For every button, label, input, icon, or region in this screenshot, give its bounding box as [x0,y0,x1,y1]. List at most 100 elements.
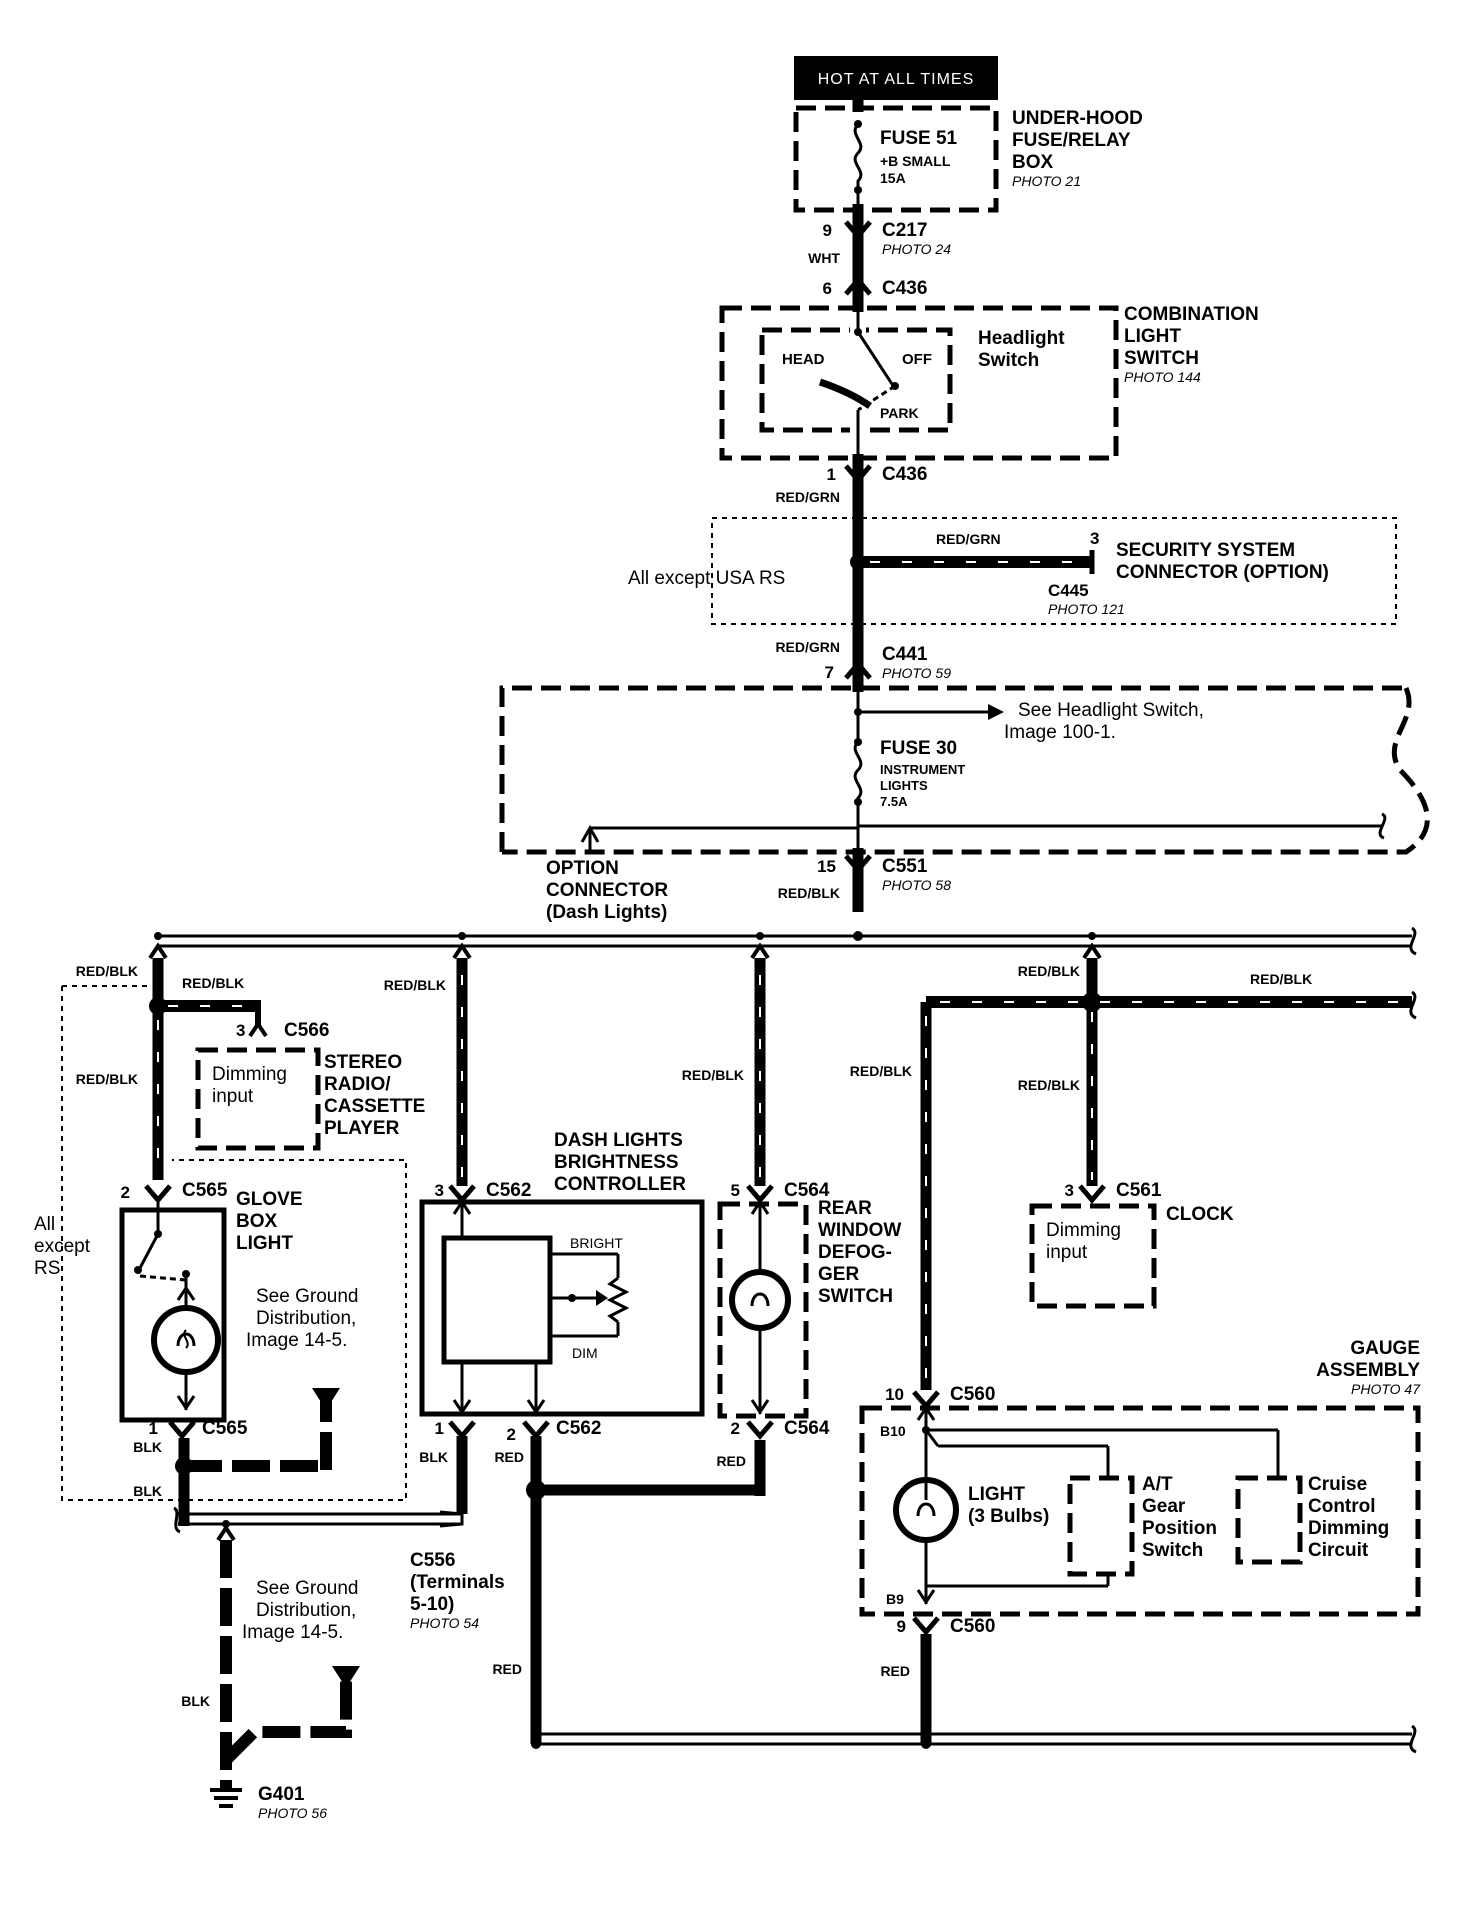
c551-connector [844,854,872,874]
svg-text:Position: Position [1142,1518,1217,1539]
underhood-box-label: UNDER-HOOD [1012,108,1143,129]
stereo-radio-label: STEREO [324,1052,402,1073]
fuse-51-title: FUSE 51 [880,128,958,149]
svg-text:BRIGHTNESS: BRIGHTNESS [554,1152,679,1173]
svg-text:SWITCH: SWITCH [818,1286,893,1307]
c562-bottom-connector-2 [522,1420,550,1440]
svg-text:RED/BLK: RED/BLK [76,963,138,979]
all-except-usa-rs-note: All except USA RS [628,568,785,589]
svg-text:LIGHT: LIGHT [236,1233,293,1254]
dimmer-potentiometer [606,1276,630,1324]
svg-text:C441: C441 [882,644,928,665]
svg-text:B9: B9 [886,1591,904,1607]
svg-text:CONNECTOR (OPTION): CONNECTOR (OPTION) [1116,562,1329,583]
svg-text:SWITCH: SWITCH [1124,348,1199,369]
gauge-assembly-box [859,1405,1421,1617]
underhood-fuse-box [793,105,999,213]
svg-text:INSTRUMENT: INSTRUMENT [880,762,965,777]
svg-text:3: 3 [435,1181,444,1200]
svg-text:3: 3 [1090,529,1099,548]
c560-top-connector [912,1390,940,1410]
svg-text:CONNECTOR: CONNECTOR [546,880,668,901]
g401-ground-arrow-icon [332,1666,360,1688]
svg-text:C560: C560 [950,1616,995,1637]
glove-box-light-label: GLOVE [236,1189,303,1210]
c561-connector [1078,1184,1106,1204]
svg-text:Dimming: Dimming [212,1064,287,1085]
cruise-control-label: Cruise [1308,1474,1367,1495]
svg-text:PHOTO 59: PHOTO 59 [882,665,951,681]
c564-top-connector [746,1184,774,1204]
svg-text:C551: C551 [882,856,928,877]
security-option-region [711,517,1397,625]
svg-text:5-10): 5-10) [410,1594,454,1615]
headlight-switch-lever [856,331,894,385]
svg-text:9: 9 [897,1617,906,1636]
svg-text:C436: C436 [882,278,927,299]
svg-text:C560: C560 [950,1384,995,1405]
svg-text:RED/BLK: RED/BLK [1250,971,1312,987]
glove-see-ground-note: See Ground [256,1286,358,1307]
all-except-rs-region [61,986,407,1501]
svg-text:C562: C562 [556,1418,601,1439]
see-headlight-switch-note: See Headlight Switch, [1018,700,1204,721]
svg-text:1: 1 [149,1419,158,1438]
svg-text:15: 15 [817,857,836,876]
svg-text:+B SMALL: +B SMALL [880,153,951,169]
svg-text:RED/BLK: RED/BLK [850,1063,912,1079]
svg-text:Image 100-1.: Image 100-1. [1004,722,1116,743]
glove-box-switch [138,1233,160,1269]
svg-text:RED/BLK: RED/BLK [682,1067,744,1083]
svg-text:RED/GRN: RED/GRN [775,639,840,655]
at-gear-position-switch-box [1067,1475,1135,1577]
svg-text:6: 6 [823,279,832,298]
ground-see-note: See Ground [256,1578,358,1599]
svg-text:BLK: BLK [419,1449,448,1465]
svg-text:7: 7 [825,663,834,682]
svg-text:PHOTO 144: PHOTO 144 [1124,369,1201,385]
svg-text:input: input [212,1086,254,1107]
hot-at-all-times-banner [794,56,998,100]
dash-lights-controller-label: DASH LIGHTS [554,1130,683,1151]
svg-text:(Terminals: (Terminals [410,1572,505,1593]
svg-text:PHOTO 121: PHOTO 121 [1048,601,1125,617]
stereo-dimming-input-box [195,1047,321,1151]
c436-bottom-connector [844,464,872,484]
security-system-label: SECURITY SYSTEM [1116,540,1295,561]
svg-text:C445: C445 [1048,581,1089,600]
svg-text:PLAYER: PLAYER [324,1118,400,1139]
c565-bottom-connector [168,1420,196,1440]
c217-connector [844,220,872,240]
c562-bottom-connector-1 [448,1420,476,1440]
svg-text:C565: C565 [202,1418,248,1439]
svg-text:Switch: Switch [978,350,1039,371]
g401-label: G401 [258,1784,305,1805]
svg-text:RED/GRN: RED/GRN [936,531,1001,547]
svg-text:Circuit: Circuit [1308,1540,1369,1561]
all-except-rs-note: All [34,1214,55,1235]
svg-text:GER: GER [818,1264,859,1285]
svg-text:RS: RS [34,1258,60,1279]
fuse-30-title: FUSE 30 [880,738,957,759]
svg-text:C562: C562 [486,1180,531,1201]
svg-text:ASSEMBLY: ASSEMBLY [1316,1360,1420,1381]
svg-text:PHOTO 58: PHOTO 58 [882,877,951,893]
wht-wire-label: WHT [808,250,840,266]
svg-text:RED: RED [880,1663,910,1679]
svg-text:5: 5 [731,1181,740,1200]
svg-text:LIGHT: LIGHT [1124,326,1181,347]
svg-text:LIGHTS: LIGHTS [880,778,928,793]
svg-text:RED: RED [492,1661,522,1677]
svg-text:2: 2 [731,1419,740,1438]
svg-text:2: 2 [507,1425,516,1444]
svg-text:(3 Bulbs): (3 Bulbs) [968,1506,1049,1527]
svg-text:Image 14-5.: Image 14-5. [246,1330,347,1351]
svg-text:RADIO/: RADIO/ [324,1074,391,1095]
svg-text:PHOTO 47: PHOTO 47 [1351,1381,1421,1397]
svg-text:Control: Control [1308,1496,1376,1517]
combination-light-switch-box [719,305,1119,461]
c565-top-connector [144,1184,172,1204]
svg-text:BOX: BOX [236,1211,278,1232]
svg-text:PHOTO 24: PHOTO 24 [882,241,951,257]
